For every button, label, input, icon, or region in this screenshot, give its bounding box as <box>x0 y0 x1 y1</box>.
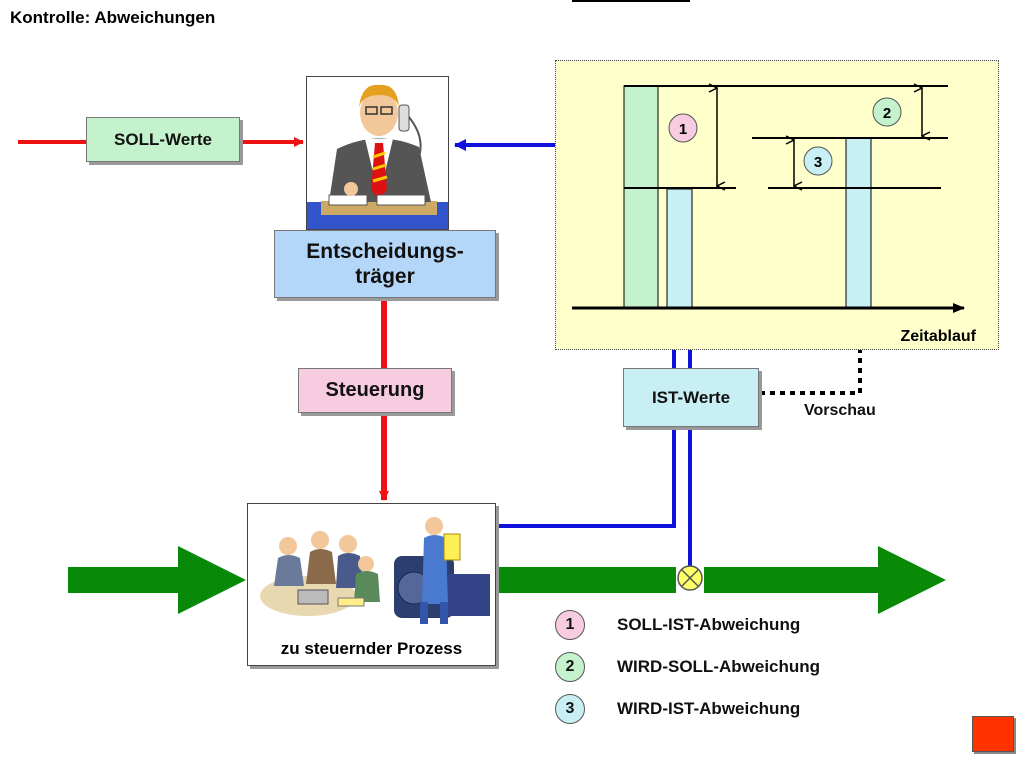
deviation-chart-panel: 1 2 3 Zeitablauf <box>555 60 999 350</box>
steuerung-box: Steuerung <box>298 368 452 413</box>
slide-nav-button[interactable] <box>972 716 1014 752</box>
axis-label: Zeitablauf <box>900 328 976 345</box>
decision-maker-picture <box>306 76 449 230</box>
legend-circle-1: 1 <box>555 610 585 640</box>
marker-2-label: 2 <box>883 105 891 122</box>
entscheidungstraeger-box: Entscheidungs- träger <box>274 230 496 298</box>
wird-bar <box>623 85 659 309</box>
soll-werte-box: SOLL-Werte <box>86 117 240 162</box>
ist-werte-label: IST-Werte <box>651 387 731 407</box>
vorschau-dotted-arrow <box>760 309 865 395</box>
deviation-chart: 1 2 3 Zeitablauf <box>572 61 977 345</box>
legend-item-3: 3 WIRD-IST-Abweichung <box>555 694 800 724</box>
marker-2-circle <box>872 97 902 127</box>
ist-bar <box>666 188 693 309</box>
legend-item-1: 1 SOLL-IST-Abweichung <box>555 610 800 640</box>
legend-text-3: WIRD-IST-Abweichung <box>617 699 801 718</box>
green-input-arrow <box>68 546 246 614</box>
legend-text-1: SOLL-IST-Abweichung <box>617 615 801 634</box>
legend-item-2: 2 WIRD-SOLL-Abweichung <box>555 652 820 682</box>
legend-text-2: WIRD-SOLL-Abweichung <box>617 657 821 676</box>
process-label: zu steuernder Prozess <box>280 639 463 658</box>
entscheidungstraeger-label-line1: Entscheidungs- <box>306 240 464 263</box>
green-output-arrow <box>704 546 946 614</box>
marker-3-circle <box>803 146 833 176</box>
top-divider <box>572 0 690 2</box>
page-title: Kontrolle: Abweichungen <box>10 8 216 27</box>
legend-circle-2: 2 <box>555 652 585 682</box>
process-box: zu steuernder Prozess <box>247 503 496 666</box>
marker-1-circle <box>668 113 698 143</box>
green-output-bar <box>496 567 676 593</box>
ist-forecast-bar <box>845 137 872 309</box>
soll-werte-label: SOLL-Werte <box>114 129 212 149</box>
legend-circle-3: 3 <box>555 694 585 724</box>
ist-werte-box: IST-Werte <box>623 368 759 427</box>
marker-1-label: 1 <box>679 121 687 138</box>
sensor-icon-output <box>677 565 703 591</box>
vorschau-label: Vorschau <box>804 402 876 419</box>
process-illustration <box>260 517 490 624</box>
businessman-icon <box>307 84 448 229</box>
steuerung-label: Steuerung <box>325 379 425 401</box>
entscheidungstraeger-label-line2: träger <box>355 265 415 288</box>
marker-3-label: 3 <box>814 154 822 171</box>
